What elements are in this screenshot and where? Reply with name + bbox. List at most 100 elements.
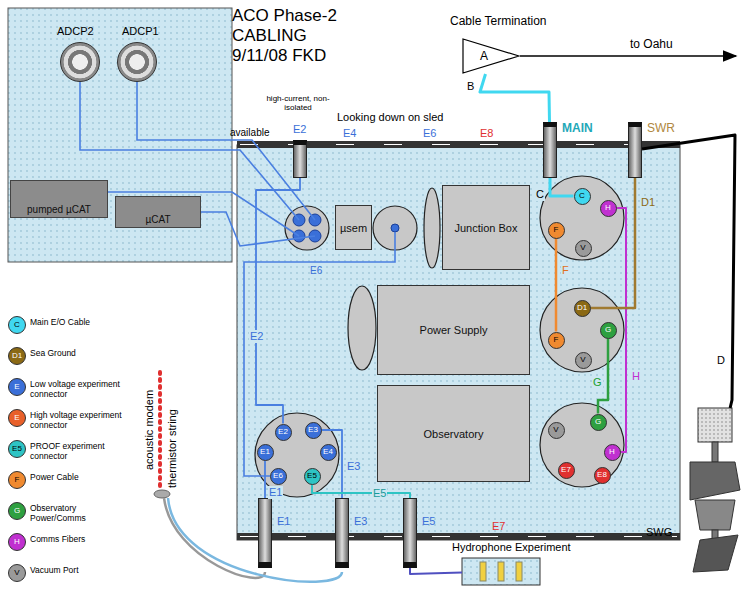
- node-heading: Cable Termination: [450, 14, 547, 28]
- port-dot: V: [575, 240, 592, 257]
- port-dot: V: [548, 422, 565, 439]
- cable: [322, 430, 343, 498]
- port-dot: C: [574, 188, 591, 205]
- node-label: D1: [577, 304, 587, 312]
- legend-text: Observatory Power/Comms: [30, 503, 130, 523]
- cable-label: C: [535, 188, 545, 201]
- port-dot: H: [600, 200, 617, 217]
- port-dot: G: [600, 322, 617, 339]
- legend-swatch: E5: [8, 440, 26, 458]
- node-label: E6: [273, 472, 283, 480]
- cable-label: E1: [268, 486, 283, 499]
- usem-box: µsem: [335, 205, 372, 250]
- bulkhead-connector: E1: [258, 498, 272, 568]
- node-label: H: [609, 448, 615, 456]
- bulkhead-connector: SWR: [628, 122, 642, 178]
- legend-letter: E: [14, 414, 19, 422]
- adcp: ADCP2: [60, 42, 100, 82]
- equipment: SWG: [682, 408, 740, 573]
- legend-letter: E5: [12, 445, 22, 453]
- cable: [480, 74, 550, 122]
- part-name: acoustic modem: [143, 390, 156, 470]
- port-dot: E3: [305, 422, 322, 439]
- equipment: Hydrophone Experiment: [462, 558, 540, 585]
- port-dot: E2: [275, 424, 292, 441]
- cable-label: D: [716, 354, 726, 367]
- ucat-sensor: µCAT: [115, 196, 201, 228]
- legend-swatch: V: [8, 564, 26, 582]
- port-name: E4: [343, 127, 356, 140]
- cable: [617, 208, 627, 452]
- cable-label: H: [631, 370, 641, 383]
- triangle-outline: [462, 38, 520, 74]
- port-name: E6: [423, 127, 436, 140]
- port-name: E7: [492, 520, 505, 533]
- cable: [256, 178, 300, 424]
- node-label: H: [605, 204, 611, 212]
- port-dot: E6: [270, 468, 287, 485]
- node-label: E2: [278, 428, 288, 436]
- node-label: E7: [561, 466, 571, 474]
- cable-label: F: [561, 264, 570, 277]
- legend-swatch: C: [8, 316, 26, 334]
- bulkhead-connector: E5: [403, 498, 417, 568]
- port-dot: E4: [320, 444, 337, 461]
- node-label: C: [579, 192, 585, 200]
- node-label: Power Supply: [420, 324, 488, 336]
- node-label: µsem: [340, 222, 367, 234]
- cable: [264, 461, 266, 499]
- legend-letter: H: [14, 538, 20, 546]
- note: to Oahu: [630, 38, 673, 52]
- node-label: E1: [260, 448, 270, 456]
- sled-bars: [237, 141, 680, 540]
- node-heading: Looking down on sled: [337, 111, 443, 123]
- port-dot: G: [590, 414, 607, 431]
- observatory-box: Observatory: [377, 385, 530, 482]
- cable-label: E2: [249, 330, 264, 343]
- node-label: G: [595, 418, 601, 426]
- legend-text: Power Cable: [30, 472, 130, 482]
- cable-label: B: [466, 80, 475, 93]
- node-heading: SWR: [647, 121, 675, 135]
- legend-text: Main E/O Cable: [30, 317, 130, 327]
- triangle-shape: [463, 39, 519, 73]
- node-label: A: [480, 49, 488, 63]
- bulkhead-connector: E2: [293, 140, 307, 178]
- legend-letter: D1: [12, 352, 22, 360]
- node-heading: SWG: [646, 526, 672, 538]
- node-label: E3: [308, 426, 318, 434]
- thermistor-string: [154, 372, 342, 582]
- cable-label: G: [592, 376, 603, 389]
- port-name: E8: [480, 127, 493, 140]
- node-heading: ADCP2: [57, 25, 94, 37]
- wire-name: E6: [310, 265, 322, 277]
- cable: [312, 485, 410, 499]
- swg-figure: [690, 408, 740, 572]
- cable-label: E5: [372, 487, 387, 500]
- cable-label: D1: [640, 196, 656, 209]
- bulkhead-connector: E3: [335, 498, 349, 568]
- port-dot: E7: [558, 462, 575, 479]
- cable: [642, 135, 735, 408]
- power-supply: Power Supply: [377, 285, 530, 375]
- node-label: G: [605, 326, 611, 334]
- legend-letter: V: [14, 569, 19, 577]
- port-dot: V: [575, 352, 592, 369]
- node-label: Observatory: [424, 428, 484, 440]
- adcp: ADCP1: [117, 42, 157, 82]
- port-dot: E1: [257, 444, 274, 461]
- node-heading: E3: [354, 515, 367, 527]
- note: high-current, non-isolated: [262, 94, 334, 112]
- cable: [410, 568, 462, 574]
- legend-text: PROOF experiment connector: [30, 441, 130, 461]
- cable: [591, 178, 636, 308]
- node-label: µCAT: [145, 214, 170, 225]
- experiment-panel: [8, 8, 232, 262]
- node-heading: E2: [293, 123, 306, 135]
- sled: Looking down on sledµsemJunction BoxCFHV…: [237, 145, 680, 540]
- junction-box: Junction Box: [442, 185, 530, 270]
- legend-text: Sea Ground: [30, 348, 130, 358]
- node-label: E5: [307, 472, 317, 480]
- legend-swatch: E: [8, 409, 26, 427]
